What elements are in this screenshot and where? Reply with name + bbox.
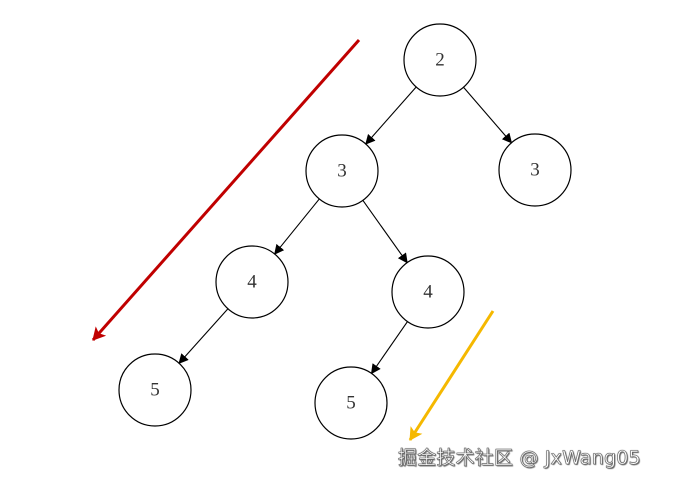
node-label: 4 <box>423 282 433 303</box>
node-label: 4 <box>247 272 257 293</box>
node-circle <box>403 23 477 97</box>
tree-edges <box>178 86 513 375</box>
node-circle <box>215 245 289 319</box>
tree-edge <box>274 198 320 255</box>
node-label: 2 <box>435 50 445 71</box>
tree-node: 5 <box>118 353 192 427</box>
tree-node: 4 <box>215 245 289 319</box>
node-circle <box>305 134 379 208</box>
red-path-arrow <box>91 39 361 341</box>
node-label: 5 <box>346 393 356 414</box>
tree-edge <box>362 200 408 264</box>
node-label: 3 <box>337 161 347 182</box>
tree-edge <box>365 86 417 145</box>
path-annotations <box>91 39 495 441</box>
node-label: 3 <box>530 160 540 181</box>
tree-edge <box>463 86 513 144</box>
tree-nodes: 2 3 3 4 4 5 5 <box>118 23 572 440</box>
tree-edge <box>370 321 408 375</box>
yellow-path-arrow <box>408 310 495 441</box>
node-circle <box>498 133 572 207</box>
tree-node: 3 <box>498 133 572 207</box>
watermark: 掘金技术社区 @ JxWang05 <box>398 447 641 470</box>
tree-node: 4 <box>391 255 465 329</box>
node-circle <box>118 353 192 427</box>
node-circle <box>391 255 465 329</box>
tree-node: 2 <box>403 23 477 97</box>
node-label: 5 <box>150 380 160 401</box>
tree-node: 3 <box>305 134 379 208</box>
node-circle <box>314 366 388 440</box>
tree-edge <box>178 308 229 364</box>
tree-node: 5 <box>314 366 388 440</box>
